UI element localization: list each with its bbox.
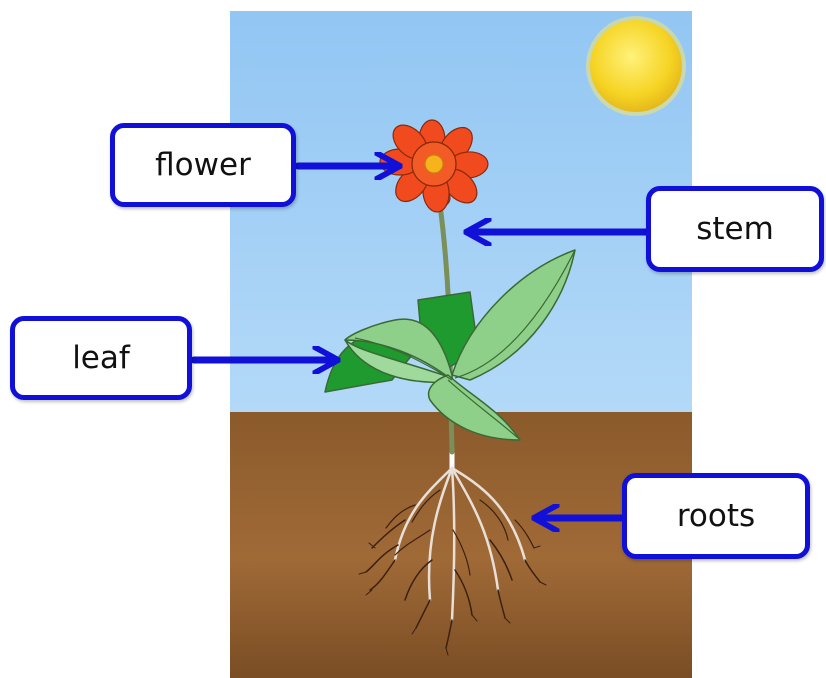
roots-label-text: roots [677, 498, 755, 534]
flower-label: flower [110, 123, 296, 207]
flower-label-text: flower [155, 147, 251, 183]
leaf-label-text: leaf [72, 340, 130, 376]
leaf-label: leaf [10, 316, 192, 400]
roots-label: roots [622, 473, 810, 559]
stem-label: stem [646, 186, 824, 272]
sun-icon [586, 16, 686, 116]
stem-label-text: stem [696, 211, 774, 247]
